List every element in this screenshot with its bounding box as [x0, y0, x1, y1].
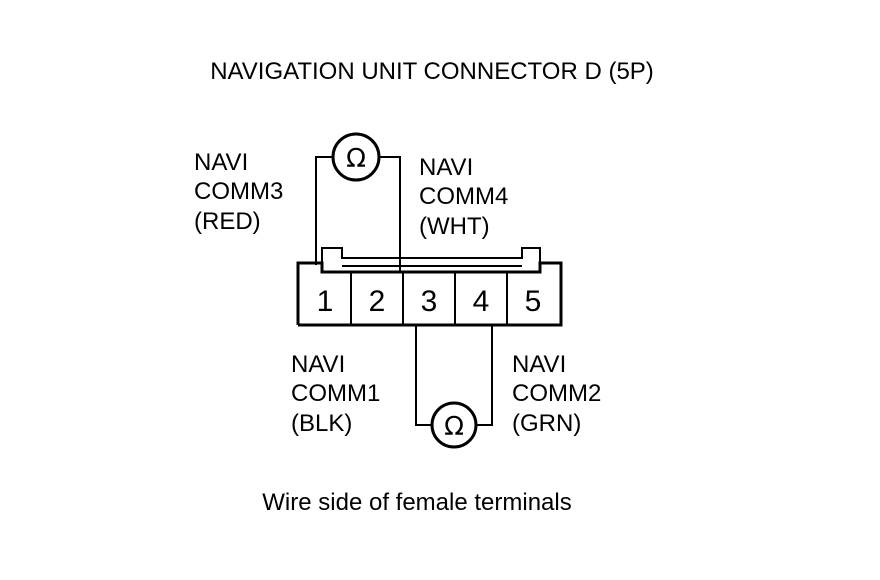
- ohmmeter-symbol-bottom: [430, 401, 478, 449]
- pin-5-label: 5: [525, 285, 542, 318]
- connector-latch: [321, 247, 541, 272]
- label-comm2-line2: COMM2: [512, 380, 601, 407]
- label-comm2-line3: (GRN): [512, 410, 581, 437]
- bottom-probe-leads: Ω: [415, 325, 493, 449]
- probe-lead-left-bottom: [415, 325, 431, 426]
- probe-lead-right-bottom: [477, 325, 493, 426]
- label-comm3-line2: COMM3: [194, 178, 283, 205]
- ohmmeter-symbol-top: [331, 132, 381, 182]
- probe-lead-left: [315, 156, 332, 265]
- label-comm4-line3: (WHT): [419, 213, 490, 240]
- pin-1-label: 1: [317, 285, 334, 318]
- label-comm4-line1: NAVI: [419, 154, 473, 181]
- label-comm2: NAVI COMM2 (GRN): [512, 351, 601, 437]
- label-comm4: NAVI COMM4 (WHT): [419, 154, 508, 240]
- probe-lead-right: [380, 156, 401, 272]
- ohm-icon: Ω: [444, 412, 464, 442]
- label-comm1-line1: NAVI: [291, 351, 345, 378]
- pin-3-label: 3: [421, 285, 438, 318]
- label-comm4-line2: COMM4: [419, 183, 508, 210]
- label-comm1-line2: COMM1: [291, 380, 380, 407]
- diagram-title: NAVIGATION UNIT CONNECTOR D (5P): [210, 58, 654, 85]
- label-comm3-line3: (RED): [194, 208, 261, 235]
- label-comm1: NAVI COMM1 (BLK): [291, 351, 380, 437]
- label-comm3-line1: NAVI: [194, 149, 248, 176]
- label-comm2-line1: NAVI: [512, 351, 566, 378]
- connector-body: [296, 261, 563, 327]
- connector-housing: [296, 247, 563, 327]
- label-comm1-line3: (BLK): [291, 410, 352, 437]
- ohm-icon: Ω: [346, 144, 366, 174]
- label-comm3: NAVI COMM3 (RED): [194, 149, 283, 235]
- pin-2-label: 2: [369, 285, 386, 318]
- pin-4-label: 4: [473, 285, 490, 318]
- top-probe-leads: Ω: [315, 132, 401, 272]
- diagram-caption: Wire side of female terminals: [262, 489, 571, 516]
